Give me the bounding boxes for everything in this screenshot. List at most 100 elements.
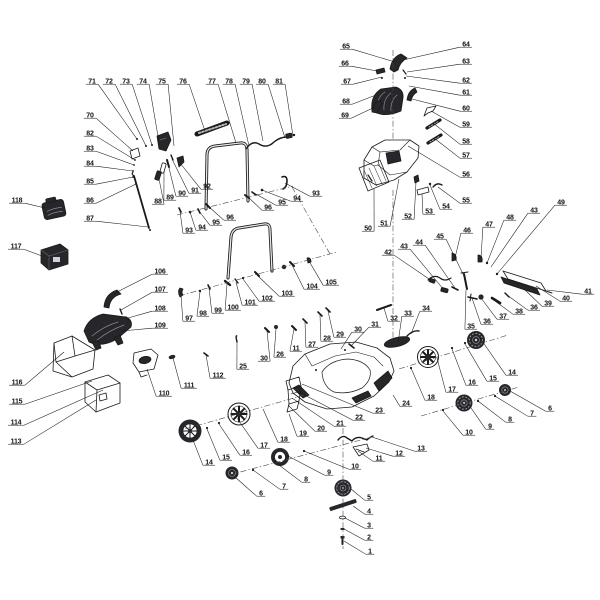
blade-bolt-stack — [339, 515, 346, 545]
callout-number: 3 — [367, 522, 371, 529]
callout-40: 40 — [535, 285, 573, 302]
callout-110: 110 — [146, 368, 172, 397]
callout-84: 84 — [83, 160, 134, 172]
callout-41: 41 — [546, 288, 595, 295]
callout-8: 8 — [274, 461, 311, 483]
callout-number: 98 — [199, 310, 207, 317]
callout-104: 104 — [291, 264, 320, 290]
callout-100: 100 — [224, 283, 241, 311]
callout-55: 55 — [437, 186, 473, 204]
callout-2: 2 — [343, 528, 374, 541]
callout-29: 29 — [327, 310, 347, 338]
callout-105: 105 — [308, 260, 339, 286]
callout-number: 110 — [159, 390, 170, 397]
callout-number: 24 — [402, 400, 410, 407]
callout-number: 48 — [506, 214, 514, 221]
callout-20: 20 — [287, 404, 328, 432]
callout-number: 6 — [259, 490, 263, 497]
callout-95: 95 — [198, 210, 223, 226]
callout-69: 69 — [338, 106, 376, 119]
callout-75: 75 — [155, 78, 175, 147]
callout-number: 83 — [86, 145, 94, 152]
callout-73: 73 — [119, 78, 153, 146]
callout-number: 42 — [384, 249, 392, 256]
rear-flap — [500, 270, 553, 296]
motor-cover — [371, 86, 404, 115]
callout-number: 58 — [462, 138, 470, 145]
callout-number: 60 — [462, 105, 470, 112]
callout-number: 82 — [86, 130, 94, 137]
callout-number: 35 — [467, 323, 475, 330]
callout-95: 95 — [253, 192, 289, 206]
callout-80: 80 — [255, 78, 286, 139]
callout-number: 37 — [499, 313, 507, 320]
callout-101: 101 — [235, 281, 258, 306]
callout-5: 5 — [350, 488, 374, 501]
callout-22: 22 — [296, 390, 366, 421]
callout-36: 36 — [471, 297, 494, 325]
callout-number: 79 — [242, 78, 250, 85]
callout-115: 115 — [9, 380, 93, 405]
hubcap-left — [225, 466, 239, 480]
callout-87: 87 — [83, 215, 149, 228]
callout-number: 14 — [205, 459, 213, 466]
callout-51: 51 — [377, 178, 400, 227]
callout-number: 89 — [166, 194, 174, 201]
callout-89: 89 — [163, 170, 177, 201]
callout-96: 96 — [246, 195, 275, 211]
callout-number: 4 — [367, 508, 371, 515]
callout-number: 2 — [367, 534, 371, 541]
callout-number: 36 — [483, 318, 491, 325]
callout-96: 96 — [207, 205, 237, 221]
callout-number: 111 — [184, 382, 195, 389]
callout-94: 94 — [261, 189, 304, 202]
callout-107: 107 — [120, 286, 168, 311]
callout-number: 103 — [281, 290, 292, 297]
callout-10: 10 — [442, 410, 476, 436]
callout-number: 96 — [264, 204, 272, 211]
callout-31: 31 — [350, 321, 382, 347]
callout-number: 106 — [154, 268, 165, 275]
callout-25: 25 — [236, 339, 250, 370]
callout-number: 64 — [462, 41, 470, 48]
callout-98: 98 — [196, 291, 210, 317]
callout-4: 4 — [352, 505, 374, 515]
mower-deck — [288, 341, 395, 410]
callout-32: 32 — [383, 307, 401, 322]
callout-6: 6 — [234, 476, 266, 497]
control-cable — [245, 132, 296, 150]
callout-number: 96 — [226, 214, 234, 221]
callout-28: 28 — [319, 314, 334, 342]
callout-18: 18 — [262, 408, 291, 443]
callout-number: 10 — [465, 429, 473, 436]
callout-48: 48 — [486, 214, 517, 264]
callout-13: 13 — [371, 436, 428, 452]
blade — [329, 499, 357, 511]
callout-number: 18 — [280, 436, 288, 443]
callout-9: 9 — [468, 404, 495, 430]
callout-number: 9 — [488, 423, 492, 430]
callout-number: 108 — [154, 305, 165, 312]
callout-number: 46 — [463, 227, 471, 234]
callout-number: 81 — [275, 78, 283, 85]
callout-88: 88 — [151, 178, 165, 205]
callout-81: 81 — [272, 78, 294, 137]
callout-72: 72 — [102, 78, 147, 147]
callout-7: 7 — [494, 395, 537, 417]
callout-58: 58 — [432, 122, 473, 145]
callout-83: 83 — [83, 145, 135, 166]
assembly-axis — [398, 334, 509, 370]
rear-wheel-right — [467, 331, 485, 349]
callout-38: 38 — [494, 300, 526, 315]
callout-61: 61 — [408, 85, 473, 96]
callout-14: 14 — [192, 439, 216, 466]
callout-number: 29 — [336, 331, 344, 338]
callout-14: 14 — [479, 337, 519, 376]
callout-number: 100 — [227, 304, 238, 311]
callout-15: 15 — [206, 428, 233, 461]
callout-number: 43 — [400, 243, 408, 250]
callout-number: 84 — [86, 160, 94, 167]
front-wheel-left — [227, 402, 251, 426]
trim-strip-left — [371, 99, 384, 114]
callout-number: 95 — [278, 199, 286, 206]
